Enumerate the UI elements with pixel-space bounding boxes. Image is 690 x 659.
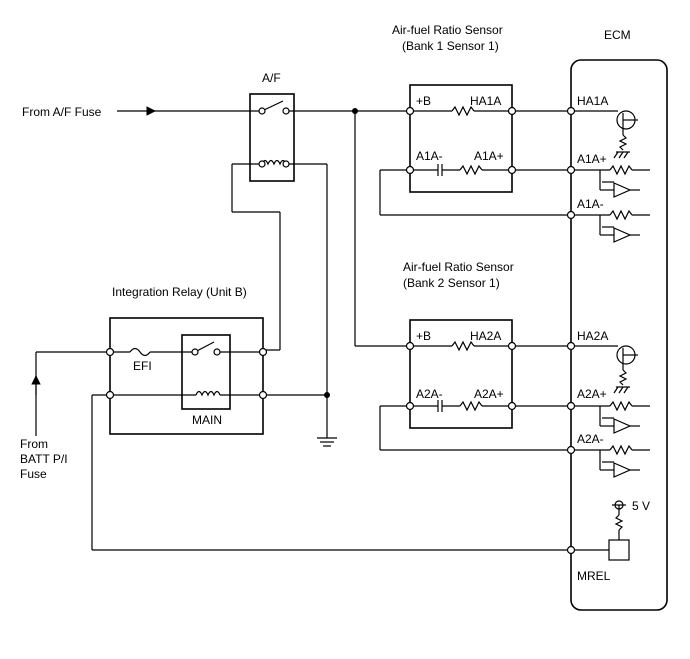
junction-dot [324,392,330,398]
efi-fuse-label: EFI [133,359,152,373]
af-relay-box [249,93,295,182]
ecm-pin-ha2a-label: HA2A [577,329,608,343]
ecm-title: ECM [604,28,631,42]
main-relay-label: MAIN [192,413,222,427]
junction-dot [352,108,358,114]
sensor1-pin-minus-label: A1A- [416,149,443,163]
af-fuse-source-label: From A/F Fuse [22,105,102,119]
connector-pins [105,106,576,555]
sensor-bank1-box [409,84,513,193]
sensor2-pin-heater-label: HA2A [470,329,501,343]
integration-relay-box [109,317,264,435]
sensor1-pin-heater-label: HA1A [470,94,501,108]
batt-source-label-line2: BATT P/I [20,452,68,466]
sensor-bank2-box [409,319,513,429]
batt-source-label-line3: Fuse [20,467,47,481]
ecm-supply-label: 5 V [632,499,650,513]
sensor2-pin-minus-label: A2A- [416,387,443,401]
ecm-pin-a1a-minus-label: A1A- [577,197,604,211]
sensor-bank2-title-line2: (Bank 2 Sensor 1) [403,276,500,290]
sensor1-pin-b-label: +B [416,94,431,108]
ecm-pin-ha1a-label: HA1A [577,94,608,108]
sensor-bank1-title-line1: Air-fuel Ratio Sensor [392,23,503,37]
sensor2-pin-b-label: +B [416,329,431,343]
af-relay-label: A/F [262,71,281,85]
ecm-pin-mrel-label: MREL [577,569,611,583]
sensor2-pin-plus-label: A2A+ [474,387,504,401]
integration-relay-title: Integration Relay (Unit B) [112,285,247,299]
ecm-pin-a2a-plus-label: A2A+ [577,387,607,401]
wires [31,100,650,561]
sensor-bank2-title-line1: Air-fuel Ratio Sensor [403,260,514,274]
main-relay-box [181,334,231,410]
sensor-bank1-title-line2: (Bank 1 Sensor 1) [402,39,499,53]
ecm-pin-a1a-plus-label: A1A+ [577,152,607,166]
batt-source-label-line1: From [20,437,48,451]
ecm-box [570,59,668,611]
sensor1-pin-plus-label: A1A+ [474,149,504,163]
ecm-pin-a2a-minus-label: A2A- [577,432,604,446]
